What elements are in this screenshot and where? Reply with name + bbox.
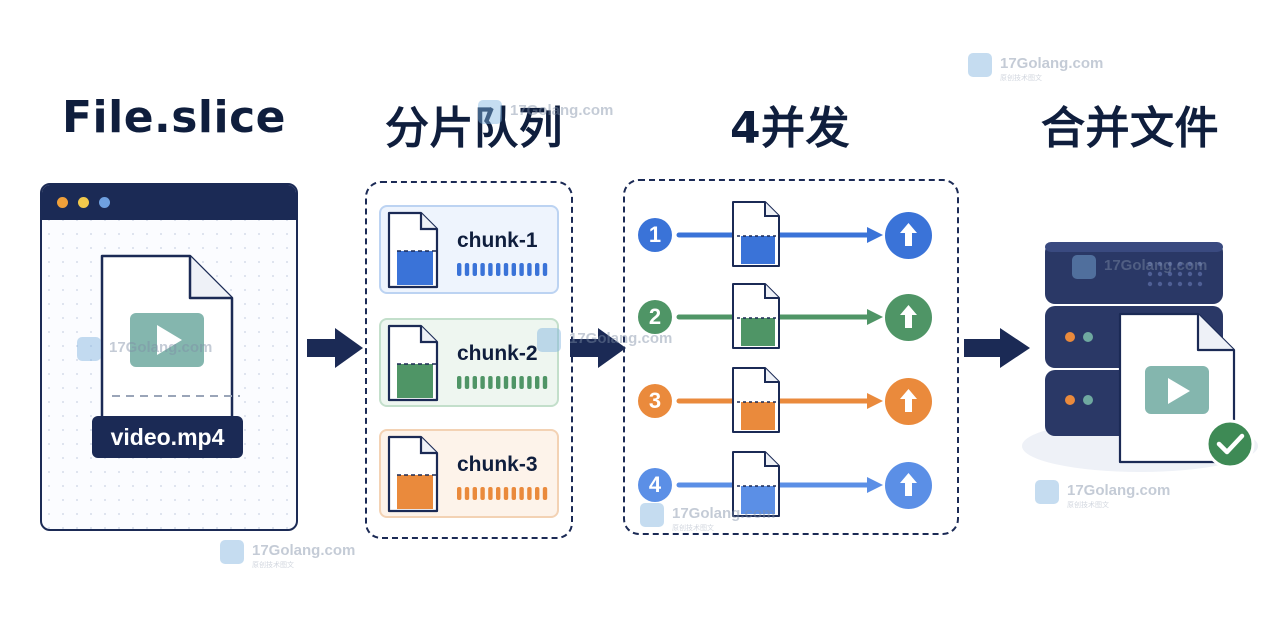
watermark-text: 17Golang.com: [1104, 257, 1208, 274]
upload-lane: [676, 201, 883, 267]
title-concurrency: 4并发: [729, 103, 851, 154]
chunk-file-icon: [387, 435, 439, 513]
watermark-logo-icon: [77, 337, 101, 361]
video-file-icon: [100, 254, 240, 420]
watermark-text: 17Golang.com: [672, 505, 776, 522]
title-merge-file: 合并文件: [1041, 103, 1219, 154]
upload-arrow-icon: [885, 212, 932, 259]
chunk-progress-bars: [457, 487, 548, 500]
file-name-label: video.mp4: [92, 416, 243, 458]
watermark-logo-icon: [220, 540, 244, 564]
watermark-text: 17Golang.com: [109, 339, 213, 356]
upload-arrow-icon: [885, 294, 932, 341]
watermark-logo-icon: [478, 100, 502, 124]
concurrent-upload-container: [623, 179, 959, 535]
watermark-subtext: 原创技术图文: [252, 562, 294, 569]
chunk-file-icon: [387, 324, 439, 402]
window-dot-icon: [99, 197, 110, 208]
watermark-logo-icon: [968, 53, 992, 77]
watermark-text: 17Golang.com: [252, 542, 356, 559]
watermark-subtext: 原创技术图文: [672, 525, 714, 532]
upload-arrow-icon: [885, 462, 932, 509]
chunk-card: chunk-3: [379, 429, 559, 518]
title-file-slice: File.slice: [61, 92, 287, 143]
watermark-subtext: 原创技术图文: [1000, 75, 1042, 82]
upload-lane: [676, 451, 883, 517]
chunk-label: chunk-1: [457, 229, 538, 252]
watermark-logo-icon: [1072, 255, 1096, 279]
watermark-text: 17Golang.com: [1067, 482, 1171, 499]
window-dot-icon: [78, 197, 89, 208]
chunk-progress-bars: [457, 263, 548, 276]
lane-number-badge: 2: [638, 300, 672, 334]
watermark-text: 17Golang.com: [569, 330, 673, 347]
arrow-right-icon: [307, 328, 363, 368]
lane-number-badge: 3: [638, 384, 672, 418]
chunk-card: chunk-2: [379, 318, 559, 407]
watermark-logo-icon: [640, 503, 664, 527]
chunk-label: chunk-3: [457, 453, 538, 476]
watermark-logo-icon: [537, 328, 561, 352]
title-chunk-queue: 分片队列: [385, 103, 563, 154]
arrow-right-icon: [570, 328, 626, 368]
watermark-logo-icon: [1035, 480, 1059, 504]
upload-lane: [676, 367, 883, 433]
window-dot-icon: [57, 197, 68, 208]
watermark-subtext: 原创技术图文: [1067, 502, 1109, 509]
chunk-card: chunk-1: [379, 205, 559, 294]
lane-number-badge: 1: [638, 218, 672, 252]
upload-arrow-icon: [885, 378, 932, 425]
watermark-text: 17Golang.com: [510, 102, 614, 119]
chunk-progress-bars: [457, 376, 548, 389]
merged-video-file-icon: [1118, 312, 1255, 469]
arrow-right-icon: [964, 328, 1030, 368]
browser-title-bar: [42, 185, 296, 220]
upload-lane: [676, 283, 883, 349]
watermark-text: 17Golang.com: [1000, 55, 1104, 72]
chunk-file-icon: [387, 211, 439, 289]
lane-number-badge: 4: [638, 468, 672, 502]
chunk-label: chunk-2: [457, 342, 538, 365]
chunk-queue-container: [365, 181, 573, 539]
